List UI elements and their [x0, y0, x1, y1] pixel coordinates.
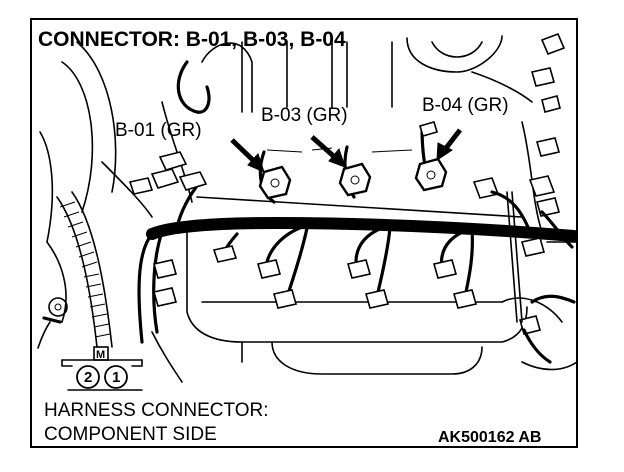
marker-m: M — [96, 349, 105, 361]
corrugated-tube — [56, 191, 113, 348]
caption-line-2: COMPONENT SIDE — [44, 424, 217, 445]
pointer-arrows — [230, 128, 462, 173]
harness-connector-symbol: M 2 1 — [61, 346, 143, 391]
harness-branch-left — [137, 232, 154, 344]
label-b03: B-03 (GR) — [261, 105, 348, 126]
connector-b01 — [258, 165, 292, 200]
diagram-title: CONNECTOR: B-01, B-03, B-04 — [38, 28, 346, 51]
figure-code: AK500162 AB — [438, 429, 541, 446]
ground-terminal — [37, 297, 68, 349]
wire-loop — [176, 60, 211, 114]
connector-b04 — [414, 157, 448, 192]
right-wires — [490, 190, 576, 364]
harness-branch-left-2 — [152, 230, 164, 334]
pin-1: 1 — [112, 369, 120, 386]
diagram-frame: CONNECTOR: B-01, B-03, B-04 B-01 (GR) B-… — [30, 18, 578, 448]
connector-b03 — [338, 162, 372, 197]
engine-outline — [39, 35, 576, 383]
main-harness — [146, 217, 576, 242]
caption-line-1: HARNESS CONNECTOR: — [44, 400, 269, 421]
label-b04: B-04 (GR) — [422, 95, 509, 116]
pin-2: 2 — [84, 369, 92, 386]
misc-connectors — [128, 32, 566, 335]
label-b01: B-01 (GR) — [115, 120, 202, 141]
engine-harness-diagram: CONNECTOR: B-01, B-03, B-04 B-01 (GR) B-… — [37, 28, 576, 446]
injector-wires — [220, 225, 474, 299]
